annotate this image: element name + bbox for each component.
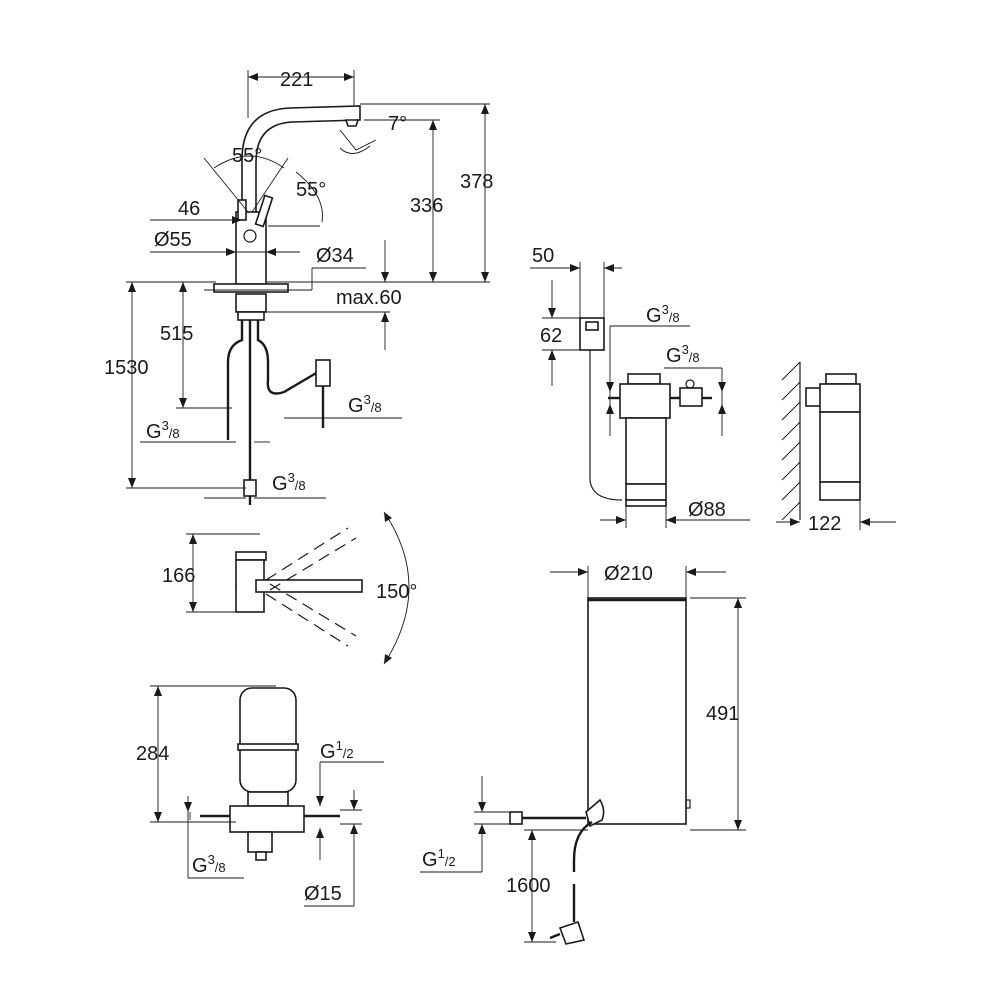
dim-head-height: 62	[540, 325, 562, 347]
conn-vessel-top-label: G1/2	[320, 738, 354, 763]
dim-swivel: 150°	[376, 581, 417, 603]
dim-hole-diameter: Ø34	[316, 245, 354, 267]
dim-spout-height: 336	[410, 195, 443, 217]
dim-body-diameter: Ø55	[154, 229, 192, 251]
filter-cable	[589, 350, 623, 501]
boiler-fitting	[509, 811, 523, 825]
dim-below-deck: 515	[160, 323, 193, 345]
fitting-right	[315, 359, 331, 387]
valve-block	[229, 805, 305, 833]
faucet-top-view: 150° 166	[162, 511, 417, 665]
expansion-vessel-view: 284 G1/2 G3/8 Ø15	[136, 685, 384, 907]
lever-pivot	[243, 229, 257, 243]
aerator	[344, 119, 360, 127]
dim-head-width: 50	[532, 245, 554, 267]
top-lever	[235, 551, 267, 561]
conn-3-label: G3/8	[272, 470, 306, 495]
filter-cap	[627, 373, 661, 385]
hose-left	[226, 320, 244, 440]
filter-cartridge	[625, 417, 667, 485]
conn-vessel-bottom-label: G3/8	[192, 852, 226, 877]
filter-valve	[679, 387, 703, 407]
filter-band	[625, 483, 667, 501]
dim-boiler-height: 491	[706, 703, 739, 725]
power-cable	[572, 820, 593, 872]
filter-lever	[237, 199, 247, 221]
dim-depth: 166	[162, 565, 195, 587]
boiler-outlet	[585, 798, 605, 828]
swivel-arc	[383, 511, 410, 665]
boiler-indicator	[685, 799, 691, 809]
dim-total-height: 378	[460, 171, 493, 193]
dim-lever-angle-1: 55°	[232, 145, 262, 167]
deck-nut	[235, 293, 267, 313]
dim-deck-thickness: max.60	[336, 287, 402, 309]
dim-filter-diameter: Ø88	[688, 499, 726, 521]
valve-stem	[247, 831, 273, 853]
hose-right	[256, 320, 319, 395]
vessel-fitting	[247, 791, 289, 807]
boiler-view: Ø210 491 G1/2 1600	[420, 563, 746, 945]
power-plug	[558, 920, 586, 945]
vessel-band	[237, 743, 299, 751]
wall-filter-cap	[825, 373, 857, 385]
filter-head-display	[585, 321, 599, 331]
dim-pipe-diameter: Ø15	[304, 883, 342, 905]
dim-lever-offset: 46	[178, 198, 200, 220]
dim-reach: 221	[280, 69, 313, 91]
dim-spout-angle: 7°	[388, 113, 407, 135]
filter-top	[619, 383, 671, 419]
conn-1-label: G3/8	[146, 418, 180, 443]
dim-vessel-height: 284	[136, 743, 169, 765]
faucet-side-view: 221 7° 55° 55° 46 Ø55 Ø34	[104, 69, 493, 505]
dim-hose-length: 1530	[104, 357, 149, 379]
deck-plate	[213, 283, 289, 293]
wall-filter-cartridge	[819, 411, 861, 483]
conn-2-label: G3/8	[348, 392, 382, 417]
wall-hatch	[781, 361, 801, 521]
filter-bottom	[625, 499, 667, 507]
mount-nut	[237, 311, 265, 321]
filter-unit-view: 50 62 G3/8 G3/8 Ø88	[530, 245, 896, 535]
dim-cable-length: 1600	[506, 875, 551, 897]
conn-out-label: G3/8	[666, 342, 700, 367]
wall-filter-top	[819, 383, 861, 413]
conn-boiler-label: G1/2	[422, 846, 456, 871]
wall-filter-band	[819, 481, 861, 501]
boiler-body	[587, 597, 687, 825]
dim-boiler-diameter: Ø210	[604, 563, 653, 585]
filter-valve-knob	[685, 379, 695, 389]
top-spout	[255, 579, 363, 593]
valve-drain	[255, 851, 267, 861]
conn-in-label: G3/8	[646, 302, 680, 327]
faucet-lever	[254, 194, 274, 228]
dim-lever-angle-2: 55°	[296, 179, 326, 201]
dim-wall-depth: 122	[808, 513, 841, 535]
vessel-body	[239, 687, 297, 793]
